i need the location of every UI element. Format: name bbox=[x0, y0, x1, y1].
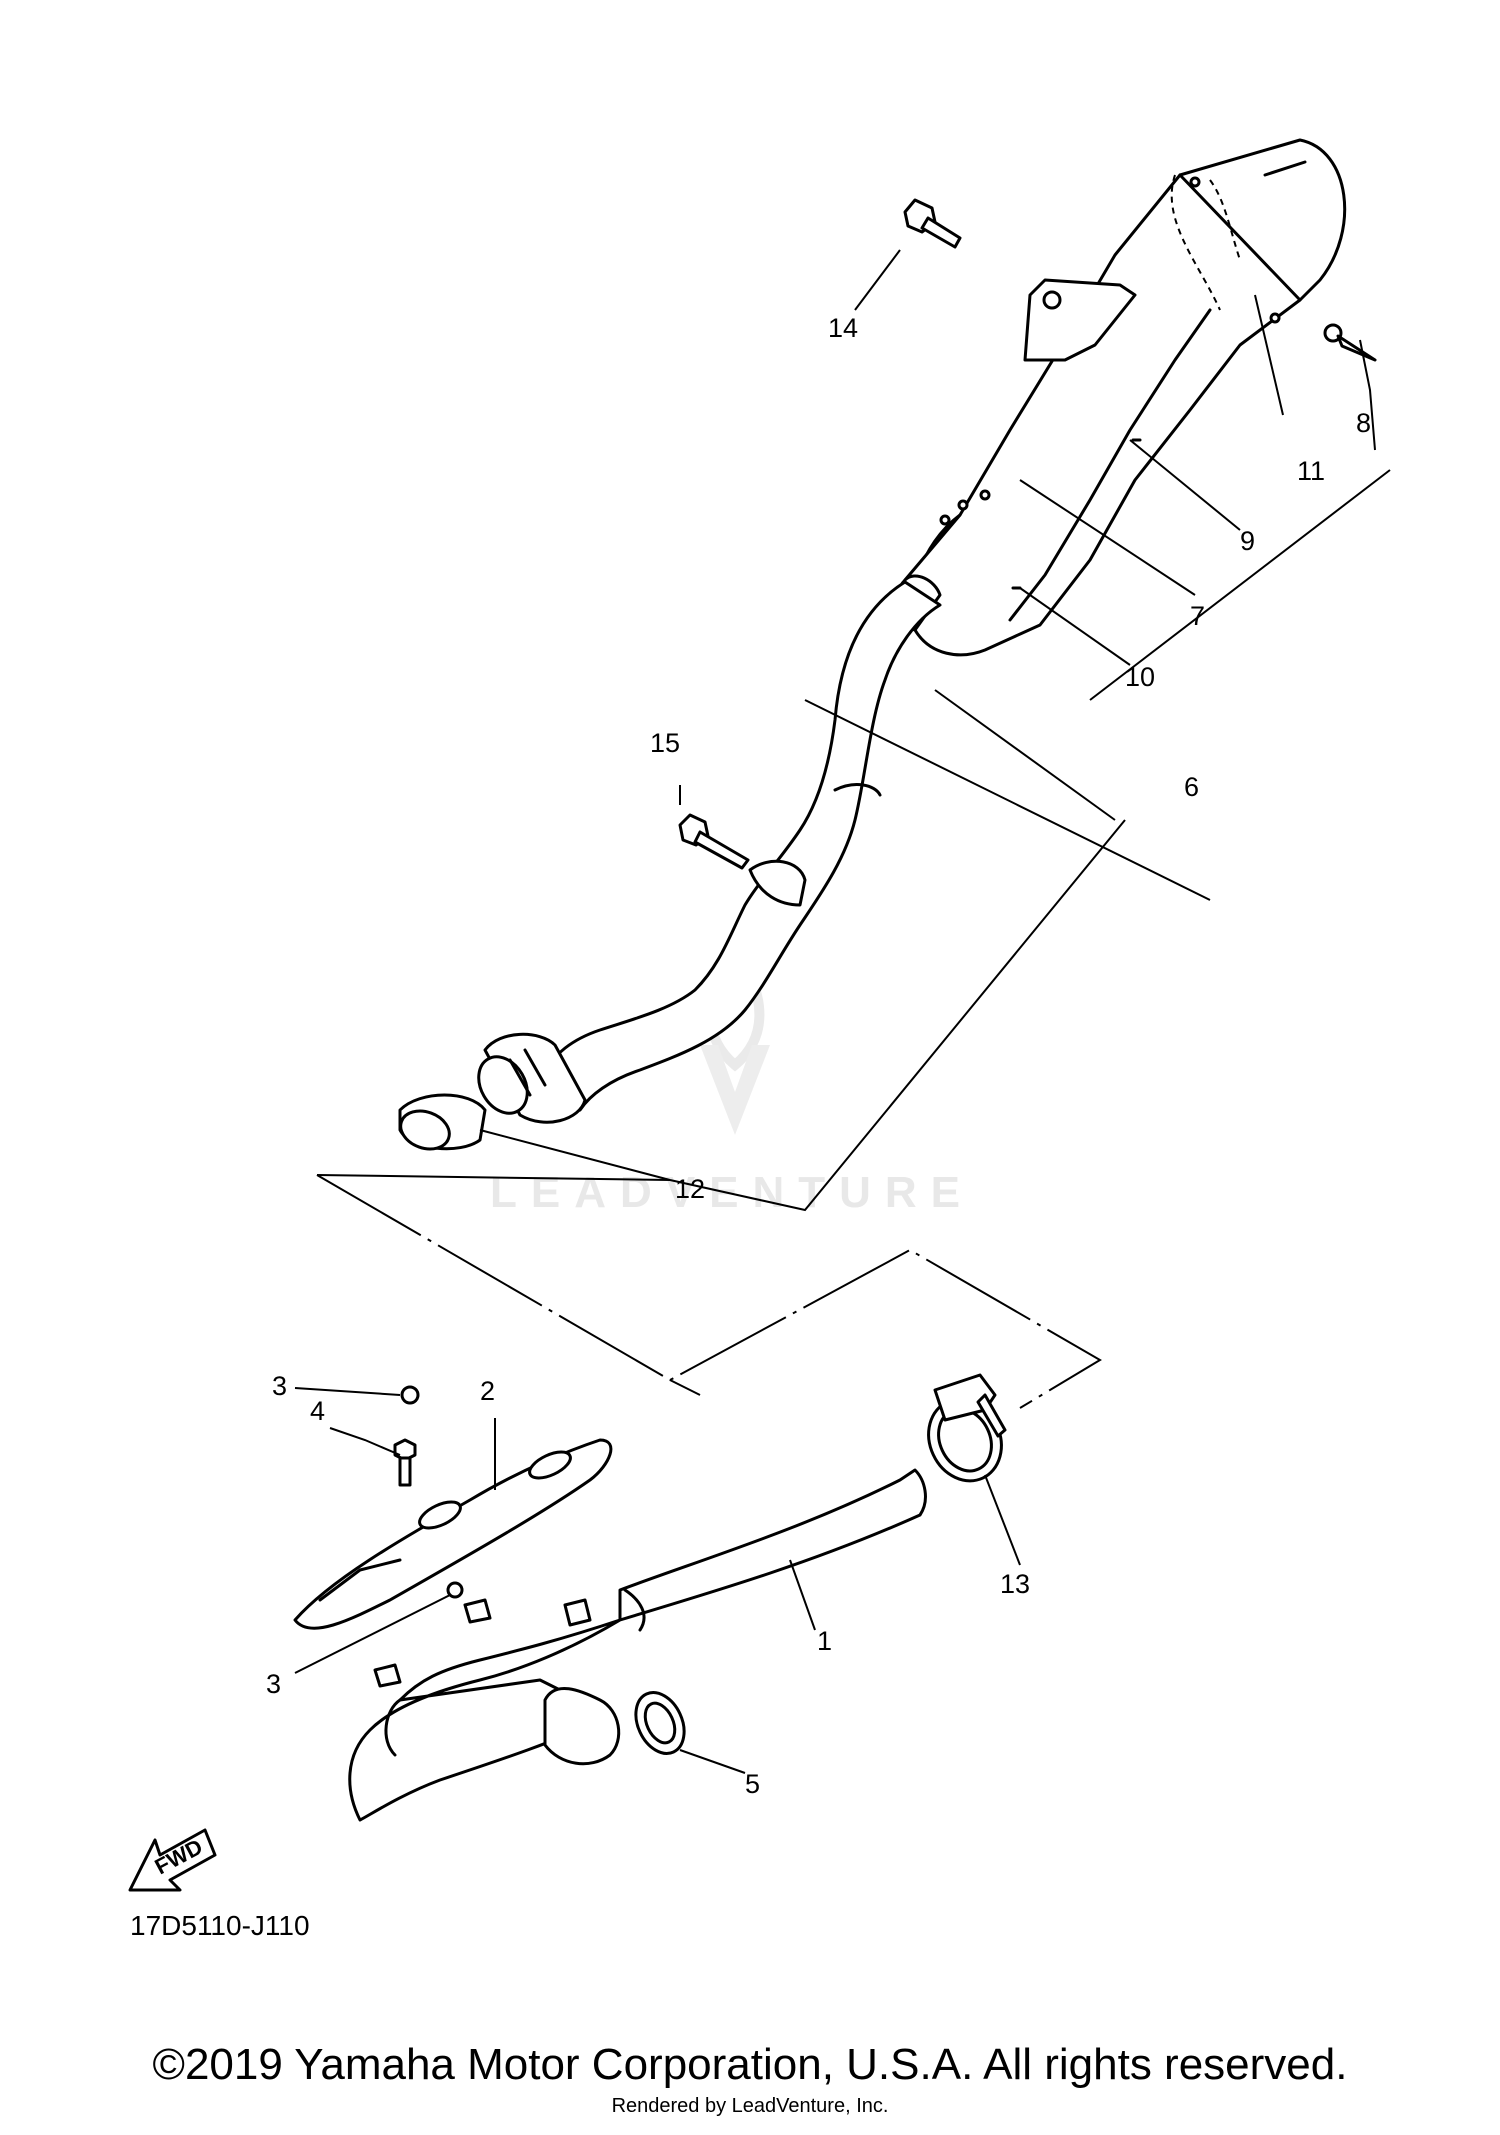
washer-3b-icon bbox=[446, 1581, 464, 1599]
callout-4: 4 bbox=[310, 1396, 325, 1426]
rendered-by-credit: Rendered by LeadVenture, Inc. bbox=[611, 2095, 889, 2117]
callout-11: 11 bbox=[1297, 456, 1325, 486]
bolt-14-icon bbox=[903, 198, 962, 249]
bolt-4-icon bbox=[393, 1438, 417, 1487]
callout-14: 14 bbox=[828, 313, 858, 343]
callout-6: 6 bbox=[1184, 772, 1199, 802]
callout-2: 2 bbox=[480, 1376, 495, 1406]
fwd-arrow-icon: FWD bbox=[128, 1828, 217, 1892]
clamp-13-icon bbox=[927, 1373, 1007, 1483]
callout-3a: 3 bbox=[272, 1371, 287, 1401]
bolt-15-icon bbox=[678, 813, 750, 870]
callout-3b: 3 bbox=[266, 1669, 281, 1699]
callout-labels: 14 8 11 9 7 10 6 15 12 2 4 3 13 1 3 5 bbox=[266, 313, 1371, 1799]
watermark-text: LEADVENTURE bbox=[490, 1168, 974, 1217]
diagram-code: 17D5110-J110 bbox=[130, 1910, 310, 1941]
callout-8: 8 bbox=[1356, 408, 1371, 438]
washer-3a-icon bbox=[400, 1385, 420, 1405]
callout-13: 13 bbox=[1000, 1569, 1030, 1599]
screw-8-icon bbox=[1323, 323, 1377, 362]
callout-1: 1 bbox=[817, 1626, 832, 1656]
callout-7: 7 bbox=[1190, 601, 1205, 631]
callout-5: 5 bbox=[745, 1769, 760, 1799]
leader-lines bbox=[294, 249, 1391, 1774]
gasket-5-icon bbox=[634, 1691, 686, 1755]
exhaust-pipe-upper bbox=[477, 580, 942, 1124]
callout-12: 12 bbox=[675, 1174, 705, 1204]
assembly-lines bbox=[316, 1174, 1102, 1409]
exhaust-pipe-lower bbox=[348, 1468, 927, 1822]
gasket-12-icon bbox=[398, 1093, 487, 1151]
protector-2-icon bbox=[293, 1438, 613, 1630]
callout-15: 15 bbox=[650, 728, 680, 758]
copyright-notice: ©2019 Yamaha Motor Corporation, U.S.A. A… bbox=[152, 2040, 1348, 2089]
callout-9: 9 bbox=[1240, 526, 1255, 556]
muffler-assembly bbox=[894, 138, 1347, 657]
callout-10: 10 bbox=[1125, 662, 1155, 692]
